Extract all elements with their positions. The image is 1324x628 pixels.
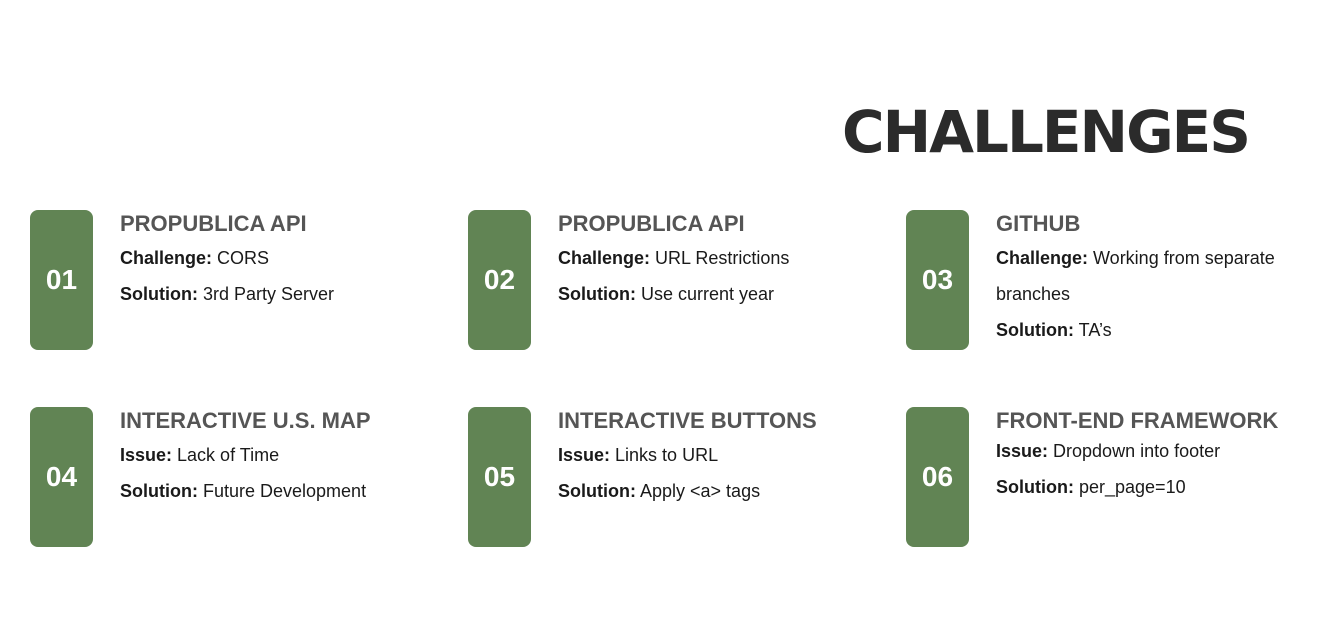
card-heading: INTERACTIVE BUTTONS xyxy=(558,408,817,433)
card-line-value: Working from separate branches xyxy=(996,248,1275,304)
card-line-label: Solution: xyxy=(120,284,198,304)
card-line-value: URL Restrictions xyxy=(650,248,790,268)
card-line-label: Solution: xyxy=(996,320,1074,340)
card-body: INTERACTIVE U.S. MAP Issue: Lack of Time… xyxy=(120,407,460,509)
challenge-card-04: 04 INTERACTIVE U.S. MAP Issue: Lack of T… xyxy=(30,407,440,557)
card-challenge-line: Challenge: CORS xyxy=(120,240,460,276)
card-line-value: Links to URL xyxy=(610,445,719,465)
card-solution-line: Solution: TA’s xyxy=(996,312,1314,348)
card-heading: PROPUBLICA API xyxy=(558,211,745,236)
card-line-label: Challenge: xyxy=(120,248,213,268)
card-number-badge: 02 xyxy=(468,210,531,350)
card-line-label: Issue: xyxy=(996,441,1049,461)
card-solution-line: Solution: Future Development xyxy=(120,473,460,509)
card-line-value: CORS xyxy=(212,248,270,268)
card-number-badge: 03 xyxy=(906,210,969,350)
card-solution-line: Solution: 3rd Party Server xyxy=(120,276,460,312)
card-body: INTERACTIVE BUTTONS Issue: Links to URL … xyxy=(558,407,898,509)
card-issue-line: Issue: Dropdown into footer xyxy=(996,433,1314,469)
card-line-value: TA’s xyxy=(1073,320,1112,340)
challenge-card-05: 05 INTERACTIVE BUTTONS Issue: Links to U… xyxy=(468,407,878,557)
card-line-label: Solution: xyxy=(120,481,198,501)
card-line-value: 3rd Party Server xyxy=(197,284,335,304)
card-number-badge: 06 xyxy=(906,407,969,547)
card-line-label: Challenge: xyxy=(996,248,1089,268)
card-line-value: per_page=10 xyxy=(1073,477,1186,497)
card-challenge-line: Challenge: URL Restrictions xyxy=(558,240,898,276)
card-issue-line: Issue: Links to URL xyxy=(558,437,898,473)
challenge-card-06: 06 FRONT-END FRAMEWORK Issue: Dropdown i… xyxy=(906,407,1316,557)
card-solution-line: Solution: Apply <a> tags xyxy=(558,473,898,509)
card-issue-line: Issue: Lack of Time xyxy=(120,437,460,473)
card-line-value: Future Development xyxy=(197,481,367,501)
card-line-value: Use current year xyxy=(635,284,775,304)
card-body: FRONT-END FRAMEWORK Issue: Dropdown into… xyxy=(996,407,1314,505)
card-solution-line: Solution: per_page=10 xyxy=(996,469,1314,505)
card-line-label: Solution: xyxy=(558,481,636,501)
card-line-label: Issue: xyxy=(120,445,173,465)
card-number-badge: 05 xyxy=(468,407,531,547)
card-body: GITHUB Challenge: Working from separate … xyxy=(996,210,1314,348)
card-number-badge: 01 xyxy=(30,210,93,350)
card-heading: INTERACTIVE U.S. MAP xyxy=(120,408,371,433)
challenge-card-01: 01 PROPUBLICA API Challenge: CORS Soluti… xyxy=(30,210,440,360)
page-title: CHALLENGES xyxy=(842,98,1251,166)
card-solution-line: Solution: Use current year xyxy=(558,276,898,312)
challenge-card-02: 02 PROPUBLICA API Challenge: URL Restric… xyxy=(468,210,878,360)
card-challenge-line: Challenge: Working from separate branche… xyxy=(996,240,1314,312)
card-line-value: Dropdown into footer xyxy=(1048,441,1221,461)
card-line-value: Apply <a> tags xyxy=(635,481,761,501)
card-heading: PROPUBLICA API xyxy=(120,211,307,236)
card-line-label: Challenge: xyxy=(558,248,651,268)
card-heading: FRONT-END FRAMEWORK xyxy=(996,408,1279,433)
card-body: PROPUBLICA API Challenge: URL Restrictio… xyxy=(558,210,898,312)
card-number-badge: 04 xyxy=(30,407,93,547)
card-body: PROPUBLICA API Challenge: CORS Solution:… xyxy=(120,210,460,312)
card-line-value: Lack of Time xyxy=(172,445,280,465)
card-line-label: Solution: xyxy=(558,284,636,304)
card-line-label: Issue: xyxy=(558,445,611,465)
challenge-card-03: 03 GITHUB Challenge: Working from separa… xyxy=(906,210,1316,360)
card-line-label: Solution: xyxy=(996,477,1074,497)
card-heading: GITHUB xyxy=(996,211,1081,236)
